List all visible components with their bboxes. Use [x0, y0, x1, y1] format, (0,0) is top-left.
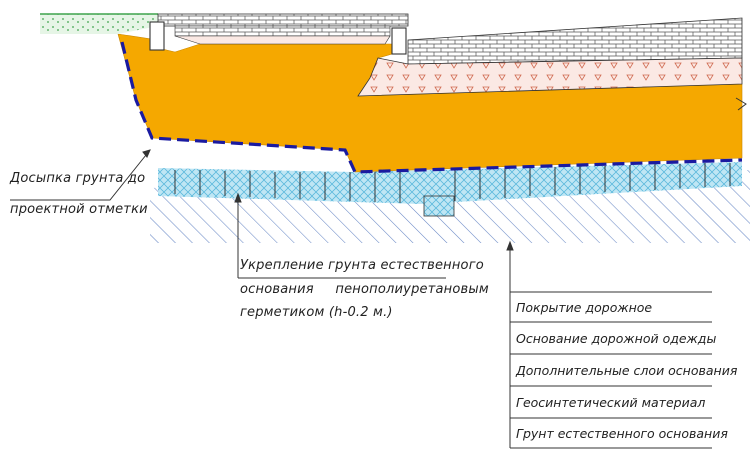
callout-backfill-line2: проектной отметки: [10, 202, 148, 217]
callout-reinforcement-line1: Укрепление грунта естественного: [240, 258, 484, 273]
geosynthetic-line: [120, 41, 743, 174]
legend-item-natural-soil: Грунт естественного основания: [516, 426, 728, 441]
legend-item-additional-layers: Дополнительные слои основания: [516, 363, 738, 378]
legend-table-lines: [510, 291, 712, 449]
legend-item-pavement: Покрытие дорожное: [516, 300, 653, 315]
road-pavement: [357, 17, 747, 111]
callout-reinforcement-line3: герметиком (h-0.2 м.): [240, 305, 393, 320]
legend-item-road-base: Основание дорожной одежды: [516, 331, 717, 346]
legend-item-geosynthetic: Геосинтетический материал: [516, 395, 706, 410]
callout-reinforcement-line2: основания пенополиуретановым: [240, 282, 489, 297]
callout-backfill-line1: Досыпка грунта до: [10, 171, 146, 186]
sidewalk-pavement: [149, 13, 409, 55]
leader-lines: [10, 149, 514, 448]
stabilized-soil-layer: [158, 162, 742, 217]
existing-ground-grass: [40, 13, 158, 34]
